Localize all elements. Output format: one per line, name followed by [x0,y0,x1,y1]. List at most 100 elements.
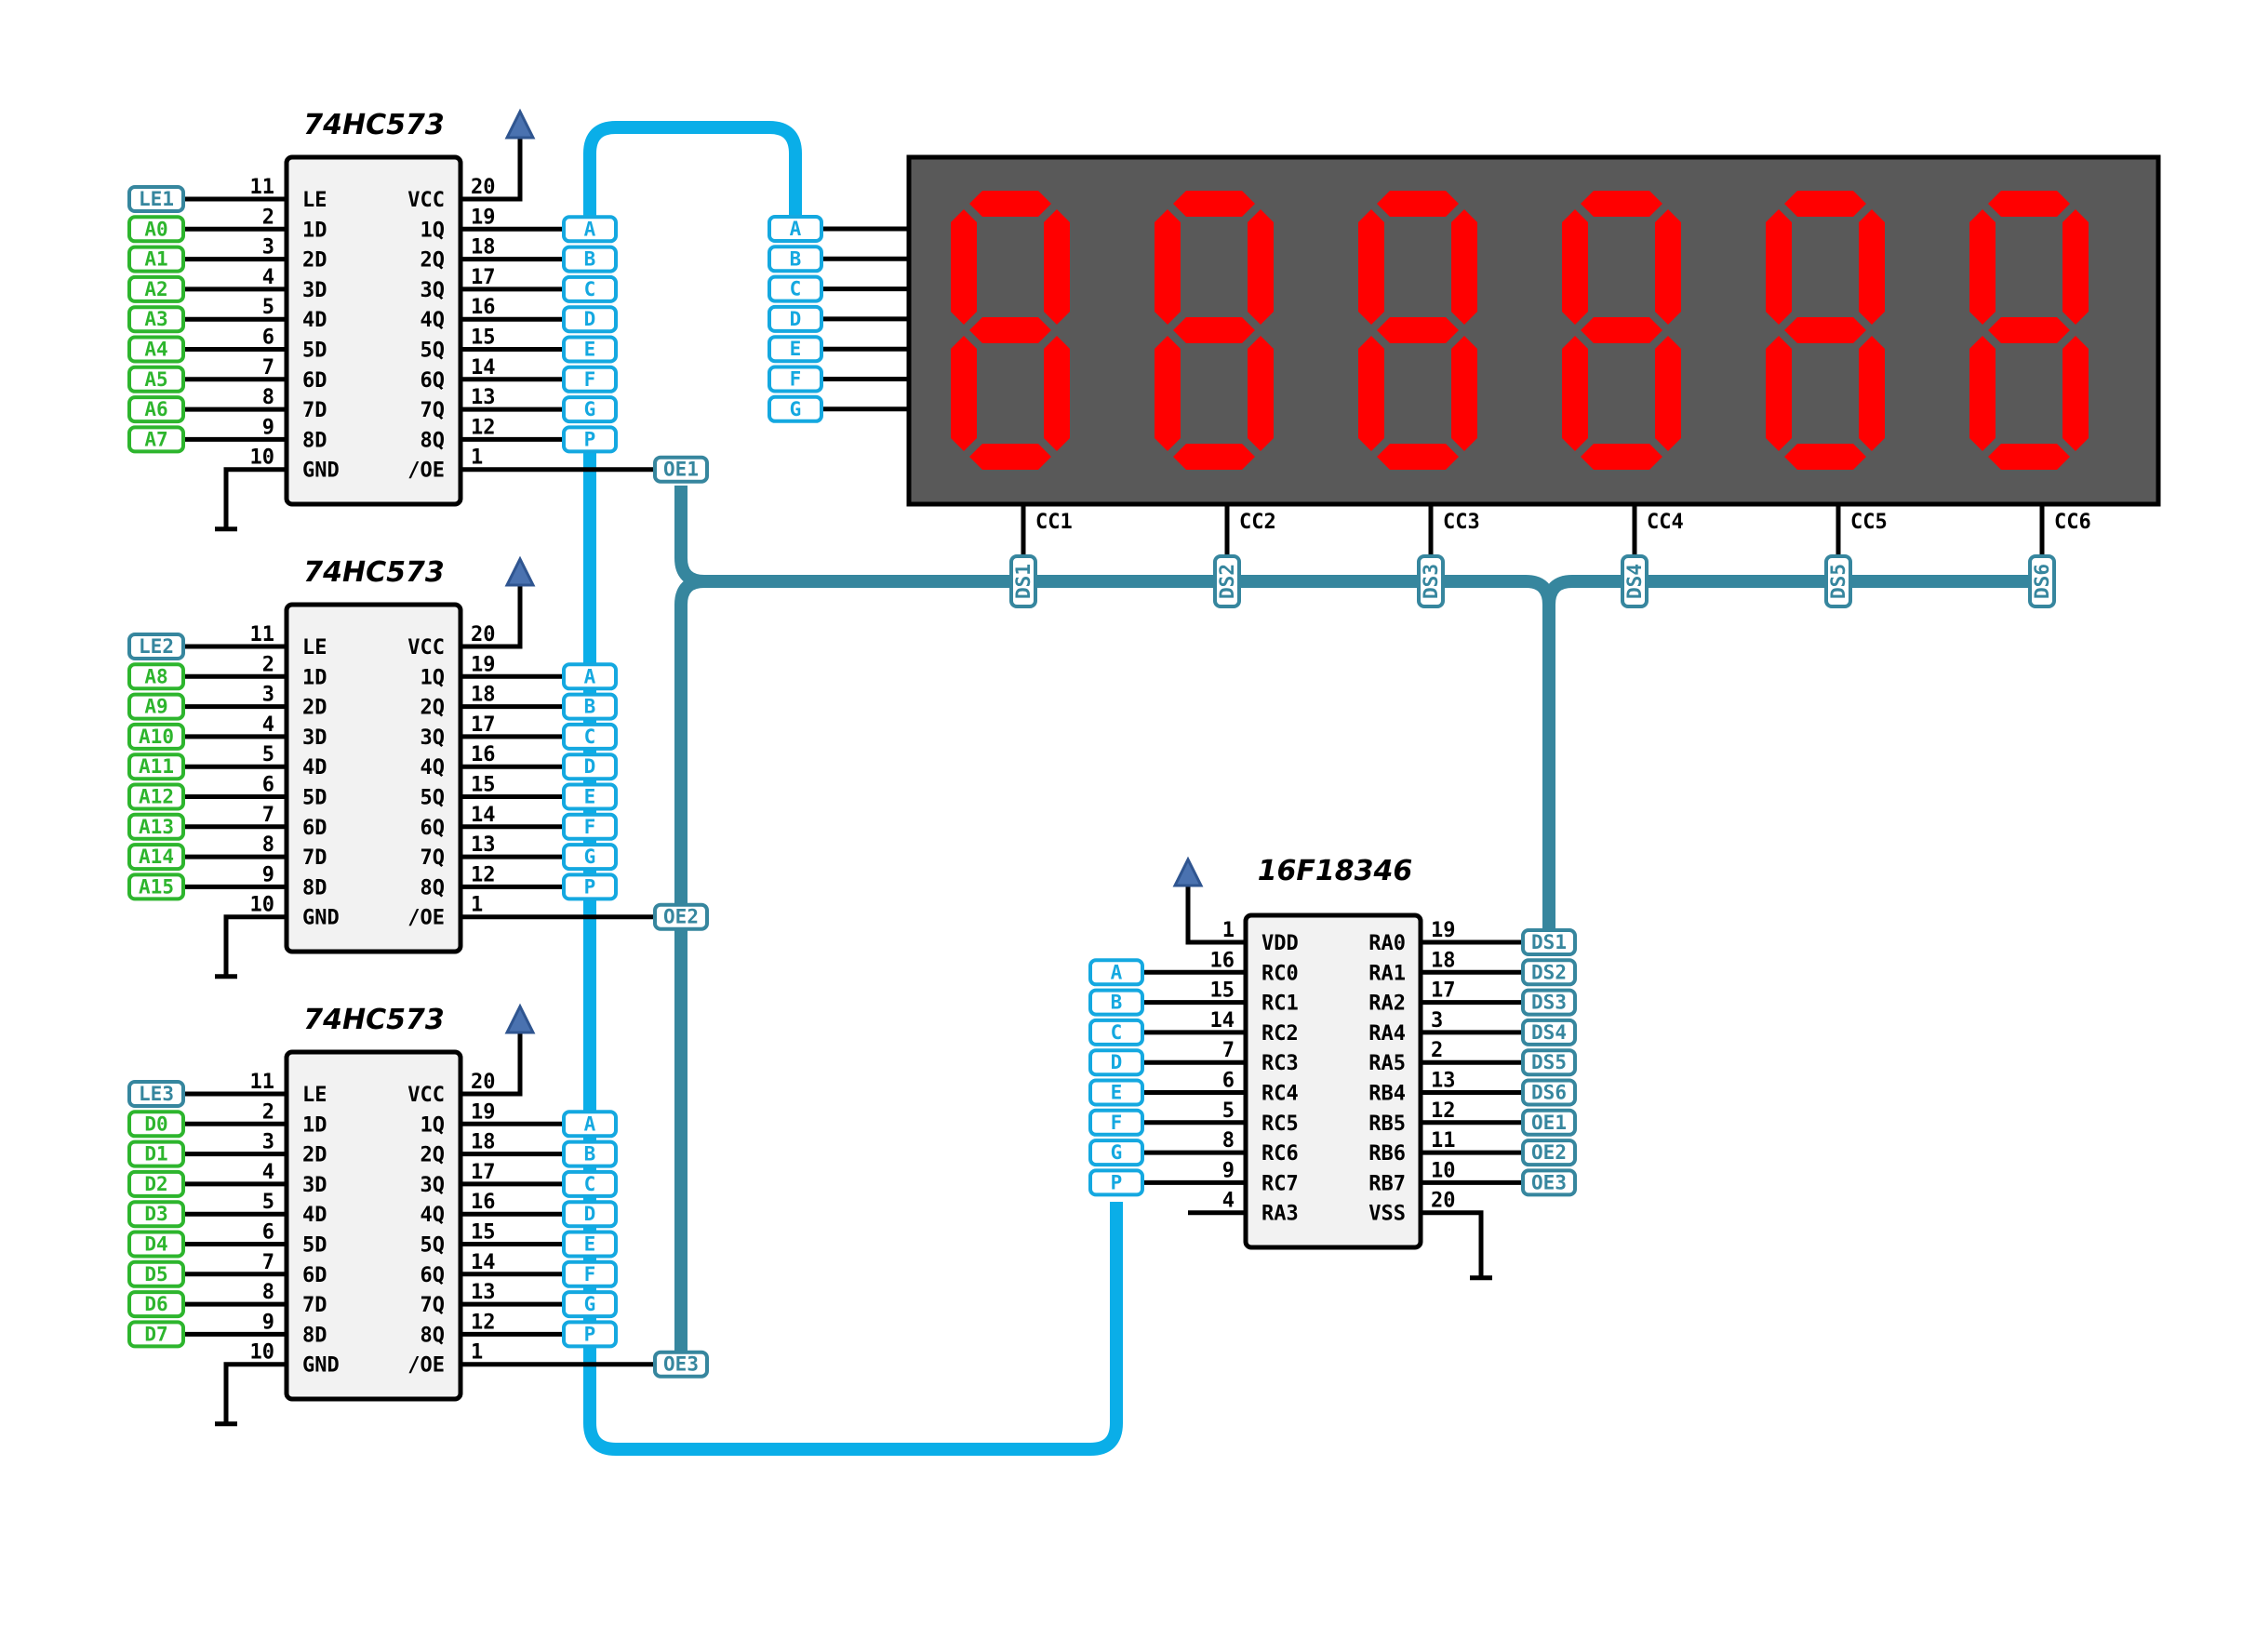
digit-select-label[interactable]: DS2 [1213,554,1241,608]
segment-label[interactable]: A [562,662,618,691]
net-label[interactable]: LE3 [127,1080,185,1108]
segment-label[interactable]: F [1088,1108,1144,1137]
segment-label[interactable]: G [1088,1139,1144,1167]
net-label[interactable]: A0 [127,215,185,244]
pin-number: 1 [471,894,483,917]
net-label[interactable]: A2 [127,274,185,303]
net-label[interactable]: D0 [127,1110,185,1139]
net-label[interactable]: D1 [127,1139,185,1168]
segment-input-label[interactable]: G [768,394,823,423]
digit-select-label-label: DS2 [1216,564,1238,599]
control-label[interactable]: DS5 [1521,1048,1577,1077]
control-label-label: DS5 [1531,1051,1567,1073]
pin-number: 15 [471,774,496,797]
segment-label[interactable]: F [562,812,618,841]
digit-select-label-label: DS3 [1420,564,1442,599]
segment-label[interactable]: C [562,274,618,303]
net-label-label: A8 [144,665,167,687]
segment-input-label[interactable]: A [768,215,823,243]
net-label[interactable]: LE2 [127,633,185,660]
oe-label[interactable]: OE1 [653,455,709,484]
segment-label[interactable]: D [562,753,618,781]
control-label[interactable]: DS1 [1521,928,1577,956]
segment-label[interactable]: C [562,722,618,751]
digit-select-label[interactable]: DS4 [1621,554,1649,608]
segment-input-label[interactable]: C [768,274,823,303]
net-label[interactable]: A1 [127,245,185,273]
net-label[interactable]: A8 [127,662,185,691]
segment-label[interactable]: A [1088,958,1144,987]
net-label[interactable]: A4 [127,335,185,364]
net-label[interactable]: D3 [127,1200,185,1229]
net-label[interactable]: A3 [127,305,185,334]
oe-label[interactable]: OE3 [653,1350,709,1379]
net-label[interactable]: A6 [127,395,185,424]
segment-input-label[interactable]: E [768,335,823,364]
control-label[interactable]: DS4 [1521,1018,1577,1046]
segment-input-label[interactable]: D [768,304,823,333]
net-label[interactable]: A10 [127,722,185,751]
net-label[interactable]: A12 [127,782,185,811]
control-label[interactable]: DS6 [1521,1078,1577,1107]
segment-label[interactable]: E [1088,1078,1144,1107]
segment-label[interactable]: G [562,1290,618,1319]
segment-label[interactable]: D [562,305,618,334]
oe-label[interactable]: OE2 [653,902,709,931]
control-label[interactable]: OE3 [1521,1168,1577,1197]
pin-number: 3 [262,236,274,260]
net-label[interactable]: A9 [127,692,185,721]
digit-select-label[interactable]: DS5 [1824,554,1852,608]
control-label[interactable]: OE2 [1521,1139,1577,1167]
segment-label[interactable]: B [562,1139,618,1168]
segment-label[interactable]: E [562,335,618,364]
segment-label[interactable]: P [1088,1168,1144,1197]
segment-label[interactable]: P [562,873,618,901]
segment-label-frame [562,1200,618,1229]
segment-label[interactable]: P [562,1320,618,1349]
segment-label[interactable]: G [562,395,618,424]
control-label[interactable]: DS3 [1521,988,1577,1017]
pin-name: 4Q [420,756,446,779]
segment-label[interactable]: C [1088,1018,1144,1046]
net-label[interactable]: D5 [127,1259,185,1288]
segment-label[interactable]: F [562,1259,618,1288]
control-label-label: OE1 [1531,1112,1567,1134]
segment-label[interactable]: A [562,1110,618,1139]
digit-select-label[interactable]: DS1 [1009,554,1037,608]
segment-label[interactable]: F [562,365,618,393]
segment-label[interactable]: B [562,692,618,721]
net-label[interactable]: D2 [127,1169,185,1198]
net-label[interactable]: LE1 [127,185,185,213]
seven-segment-display: ABCDEFGCC1DS1CC2DS2CC3DS3CC4DS4CC5DS5CC6… [768,154,2161,608]
net-label[interactable]: A7 [127,425,185,454]
digit-select-label[interactable]: DS6 [2028,554,2056,608]
segment-label[interactable]: G [562,843,618,872]
pin-number: 1 [471,1341,483,1365]
segment-label-label: P [584,875,596,898]
segment-input-label[interactable]: B [768,245,823,273]
control-label[interactable]: DS2 [1521,958,1577,987]
net-label[interactable]: A5 [127,365,185,393]
segment-label[interactable]: A [562,215,618,244]
segment-label[interactable]: P [562,425,618,454]
net-label[interactable]: A13 [127,812,185,841]
segment-label[interactable]: B [1088,988,1144,1017]
pin-number: 19 [1431,919,1456,942]
net-label[interactable]: D7 [127,1320,185,1349]
segment-input-label[interactable]: F [768,365,823,393]
segment-label[interactable]: D [562,1200,618,1229]
segment-label[interactable]: D [1088,1048,1144,1077]
segment-label[interactable]: C [562,1169,618,1198]
segment-label[interactable]: E [562,782,618,811]
net-label[interactable]: A14 [127,843,185,872]
net-label[interactable]: D6 [127,1290,185,1319]
net-label[interactable]: D4 [127,1230,185,1259]
pin-name: 8D [302,1324,327,1347]
segment-label[interactable]: E [562,1230,618,1259]
control-label[interactable]: OE1 [1521,1108,1577,1137]
digit-select-label[interactable]: DS3 [1417,554,1445,608]
net-label[interactable]: A11 [127,753,185,781]
segment-label-label: C [584,1173,596,1195]
net-label[interactable]: A15 [127,873,185,901]
segment-label[interactable]: B [562,245,618,273]
